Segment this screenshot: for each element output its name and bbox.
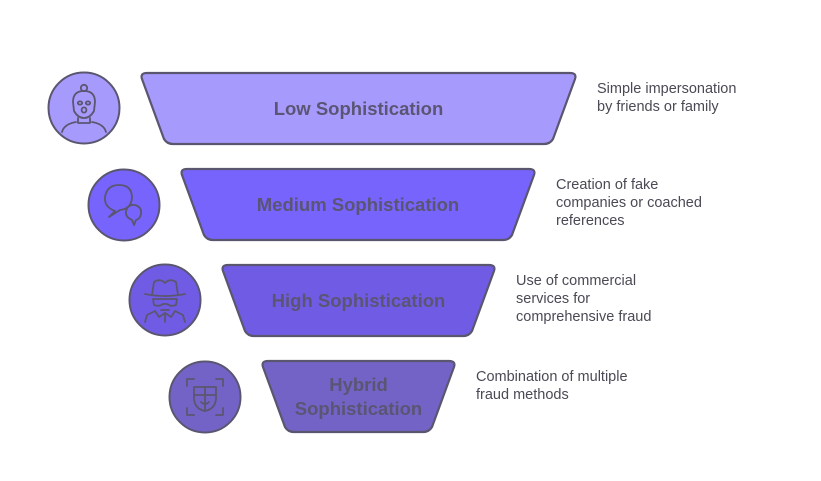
description-line: fraud methods xyxy=(476,387,569,403)
description-line: references xyxy=(556,213,625,229)
speech-bubbles-icon xyxy=(104,184,143,226)
description-line: services for xyxy=(516,291,591,307)
description-line: Combination of multiple xyxy=(476,369,628,385)
description-line: by friends or family xyxy=(597,99,719,115)
description-line: companies or coached xyxy=(556,195,702,211)
funnel-level: Low Sophistication xyxy=(47,71,577,146)
level-description: Use of commercial services for comprehensi… xyxy=(516,272,651,326)
level-title: Low Sophistication xyxy=(274,98,444,119)
funnel-level: High Sophistication xyxy=(128,263,496,338)
level-title: Medium Sophistication xyxy=(257,194,459,215)
masked-person-icon xyxy=(61,83,107,133)
funnel-segment xyxy=(221,263,496,338)
level-title: High Sophistication xyxy=(272,290,446,311)
funnel-level: Medium Sophistication xyxy=(87,167,536,242)
face-scan-mask-icon xyxy=(186,378,224,416)
level-title: Sophistication xyxy=(295,398,422,419)
description-line: comprehensive fraud xyxy=(516,309,652,325)
icon-circle xyxy=(128,263,202,337)
description-line: Creation of fake xyxy=(556,177,659,193)
level-description: Simple impersonation by friends or family xyxy=(597,80,736,116)
level-description: Creation of fake companies or coached refe… xyxy=(556,176,702,230)
level-description: Combination of multiple fraud methods xyxy=(476,368,628,404)
spy-agent-icon xyxy=(144,279,186,323)
description-line: Simple impersonation xyxy=(597,81,737,97)
funnel-segment xyxy=(140,71,577,146)
level-title: Hybrid xyxy=(329,374,388,395)
description-line: Use of commercial xyxy=(516,273,637,289)
funnel-segment xyxy=(261,359,456,434)
funnel-segment xyxy=(180,167,536,242)
icon-circle xyxy=(87,168,161,242)
